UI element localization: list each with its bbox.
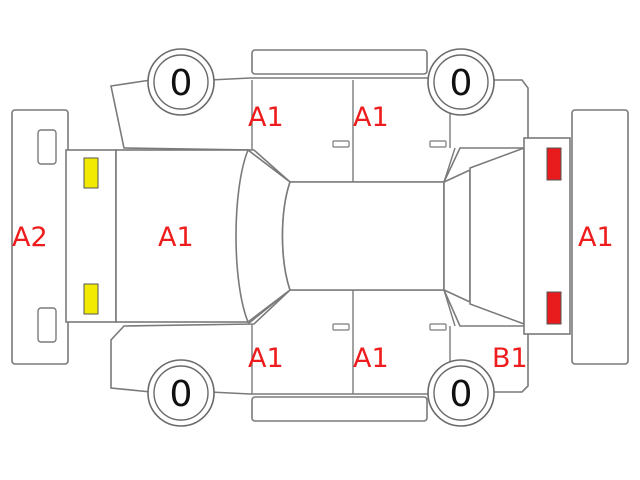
grade-left-rear-door: A1 [353, 102, 389, 133]
grade-right-front-door: A1 [248, 343, 284, 374]
cabin-top [235, 148, 471, 324]
tire-rear-right: 0 [427, 359, 495, 427]
svg-text:0: 0 [450, 374, 473, 415]
left-side-skirt [251, 49, 428, 75]
rear-left-lamp [546, 147, 562, 181]
rear-right-lamp [546, 291, 562, 325]
right-side-skirt [251, 396, 428, 422]
tire-front-right: 0 [147, 359, 215, 427]
front-right-lamp [83, 283, 99, 315]
grade-hood: A1 [158, 222, 194, 253]
front-left-lamp [83, 157, 99, 189]
grade-rear-bumper: A1 [578, 222, 614, 253]
rear-bumper [571, 109, 629, 365]
grade-right-rear-door: A1 [353, 343, 389, 374]
svg-text:0: 0 [450, 63, 473, 104]
tire-front-left: 0 [147, 48, 215, 116]
grade-left-front-door: A1 [248, 102, 284, 133]
svg-text:0: 0 [170, 374, 193, 415]
svg-text:0: 0 [170, 63, 193, 104]
tire-rear-left: 0 [427, 48, 495, 116]
grade-front-bumper: A2 [12, 222, 48, 253]
grade-rear-quarter-right: B1 [492, 343, 528, 374]
